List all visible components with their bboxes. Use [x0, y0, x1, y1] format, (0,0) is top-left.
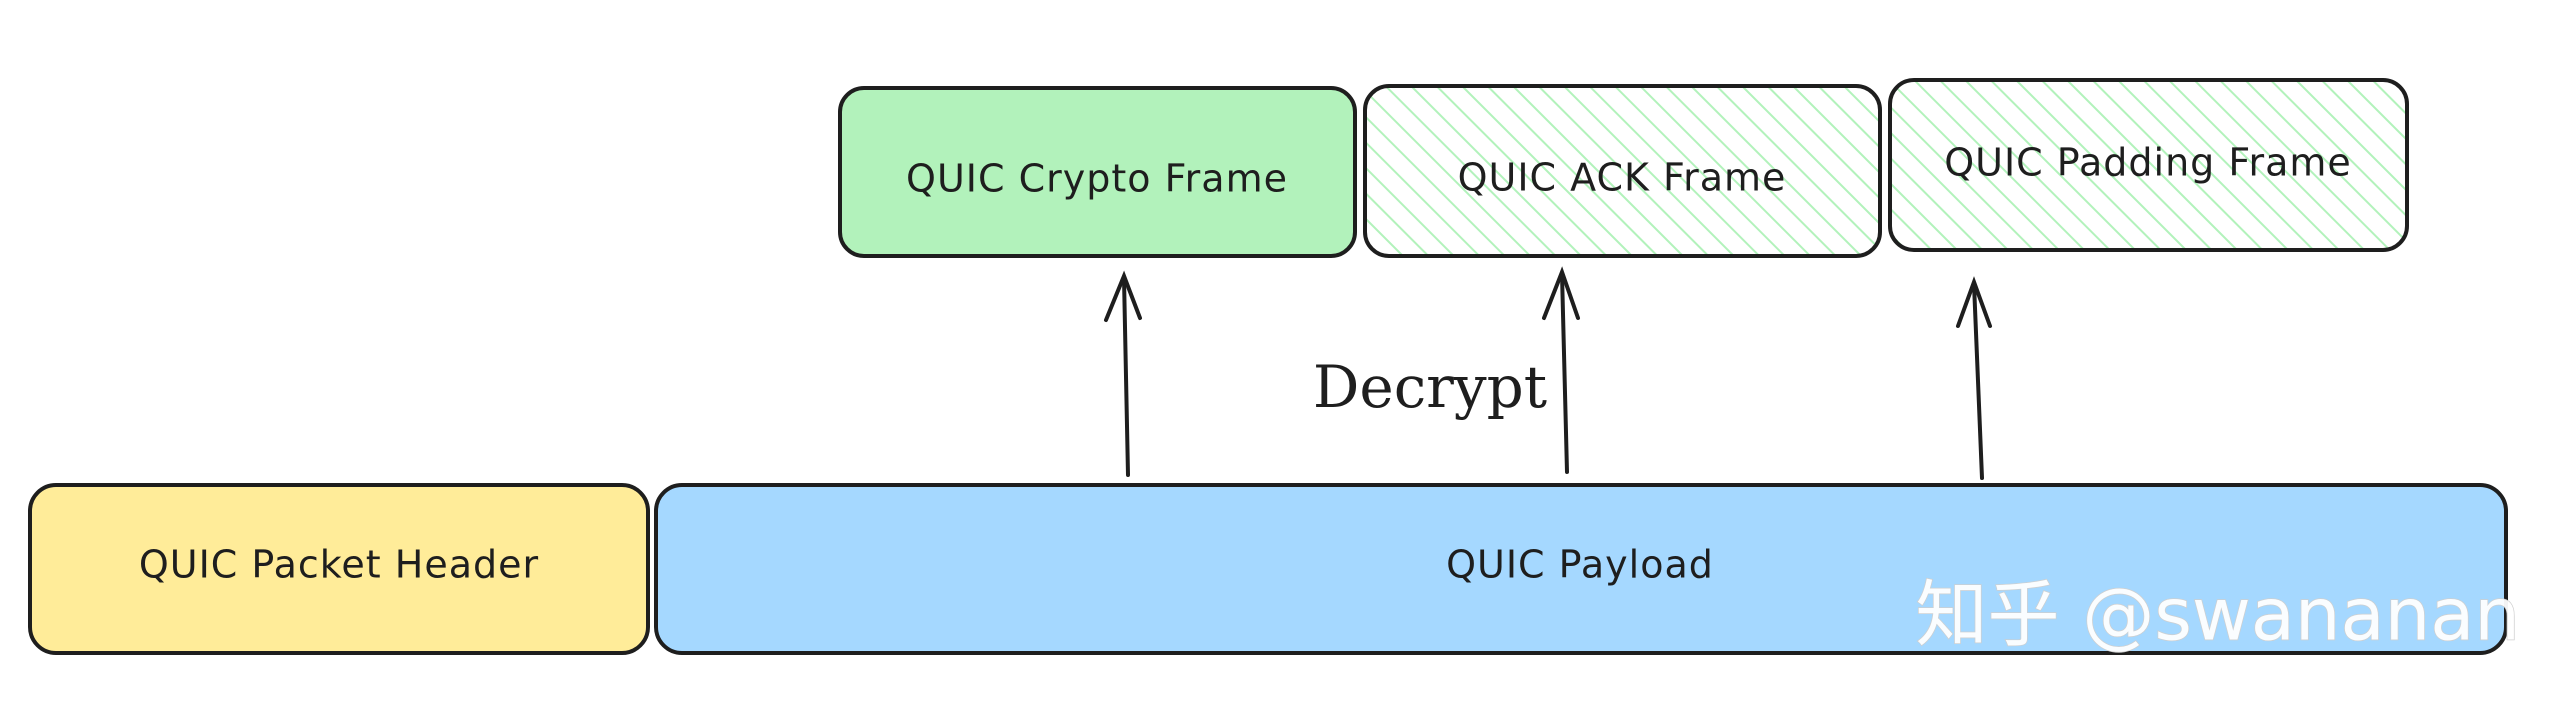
packet-payload: QUIC Payload	[654, 483, 2508, 655]
frame-crypto: QUIC Crypto Frame	[838, 86, 1357, 258]
arrow-to-ack	[1542, 266, 1580, 474]
frame-ack-label: QUIC ACK Frame	[1458, 156, 1787, 200]
frame-crypto-label: QUIC Crypto Frame	[906, 157, 1288, 201]
packet-header-label: QUIC Packet Header	[139, 543, 539, 587]
frame-ack: QUIC ACK Frame	[1363, 84, 1882, 258]
watermark: 知乎 @swananan	[1915, 573, 2520, 657]
packet-payload-label: QUIC Payload	[1446, 543, 1714, 587]
frame-padding: QUIC Padding Frame	[1888, 78, 2409, 252]
packet-header: QUIC Packet Header	[28, 483, 650, 655]
decrypt-label: Decrypt	[1313, 353, 1547, 421]
arrow-to-padding	[1956, 276, 1992, 480]
frame-padding-label: QUIC Padding Frame	[1944, 141, 2352, 185]
arrow-to-crypto	[1104, 270, 1142, 477]
